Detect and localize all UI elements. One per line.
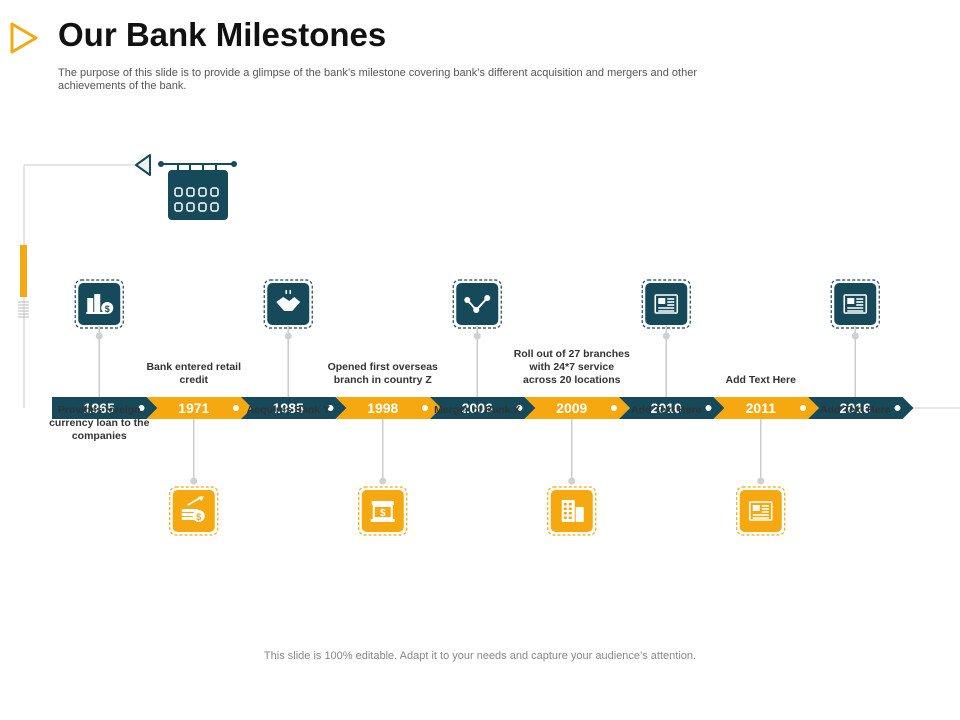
- triangle-pointer-icon: [135, 154, 151, 176]
- timeline-dot: [894, 405, 901, 411]
- document-icon: [641, 279, 691, 329]
- timeline-dot: [327, 405, 334, 411]
- connector-dot: [757, 477, 765, 485]
- year-label: 2006: [462, 400, 493, 416]
- side-accent-bar: [20, 245, 27, 297]
- timeline-segment: 1985: [241, 397, 347, 419]
- year-label: 1965: [84, 400, 115, 416]
- side-ticks: [18, 301, 29, 318]
- timeline-segment: 2011: [713, 397, 819, 419]
- milestone-description: Bank entered retail credit: [146, 361, 242, 386]
- svg-text:$: $: [196, 512, 201, 522]
- timeline-segment: 1965: [52, 397, 158, 419]
- year-label: 1985: [273, 400, 304, 416]
- footer-note: This slide is 100% editable. Adapt it to…: [263, 650, 697, 662]
- connector-dot: [95, 332, 103, 340]
- office-building-icon: [547, 486, 597, 536]
- milestone-description: Provides foreign currency loan to the co…: [49, 404, 150, 442]
- timeline-segment: 2006: [430, 397, 536, 419]
- milestone-description: Roll out of 27 branches with 24*7 servic…: [513, 348, 630, 386]
- milestone-description: Add Text Here: [631, 404, 702, 416]
- connector-dot: [379, 477, 387, 485]
- network-icon: [452, 279, 502, 329]
- timeline-dot: [233, 405, 239, 411]
- year-label: 1971: [178, 400, 209, 416]
- year-label: 2016: [840, 400, 871, 416]
- year-label: 2011: [746, 400, 777, 416]
- timeline-segment: 2010: [619, 397, 725, 419]
- year-label: 2010: [651, 400, 682, 416]
- svg-text:$: $: [105, 304, 110, 314]
- calendar-icon: [158, 161, 237, 220]
- bank-dollar-icon: $: [74, 279, 124, 329]
- timeline-dot: [422, 405, 428, 411]
- connector-dot: [851, 332, 859, 340]
- play-arrow-icon: [10, 22, 38, 54]
- milestone-description: Opened first overseas branch in country …: [327, 361, 438, 386]
- timeline-dot: [516, 405, 523, 411]
- timeline-segment: 1971: [146, 397, 252, 419]
- page-subtitle: The purpose of this slide is to provide …: [58, 67, 697, 92]
- timeline-segment: 2009: [524, 397, 630, 419]
- document-icon: [736, 486, 786, 536]
- milestone-description: Acquires Bank Y: [246, 404, 330, 416]
- timeline-dot: [138, 405, 145, 411]
- timeline-dot: [800, 405, 806, 411]
- handshake-icon: [263, 279, 313, 329]
- milestone-description: Merger of Bank X: [434, 404, 521, 416]
- milestone-description: Add Text Here: [725, 374, 796, 386]
- connector-dot: [662, 332, 670, 340]
- timeline-segment: 1998: [335, 397, 441, 419]
- money-growth-icon: $: [169, 486, 219, 536]
- connector-dot: [284, 332, 292, 340]
- svg-text:$: $: [380, 508, 386, 519]
- year-label: 2009: [556, 400, 587, 416]
- bank-building-icon: $: [358, 486, 408, 536]
- document-icon: [830, 279, 880, 329]
- connector-dot: [190, 477, 198, 485]
- milestone-description: Add Text Here: [820, 404, 891, 416]
- timeline-dot: [705, 405, 712, 411]
- year-label: 1998: [367, 400, 398, 416]
- connector-dot: [568, 477, 576, 485]
- page-title: Our Bank Milestones: [58, 16, 387, 53]
- timeline-segment: 2016: [808, 397, 914, 419]
- connector-dot: [473, 332, 481, 340]
- timeline-dot: [611, 405, 617, 411]
